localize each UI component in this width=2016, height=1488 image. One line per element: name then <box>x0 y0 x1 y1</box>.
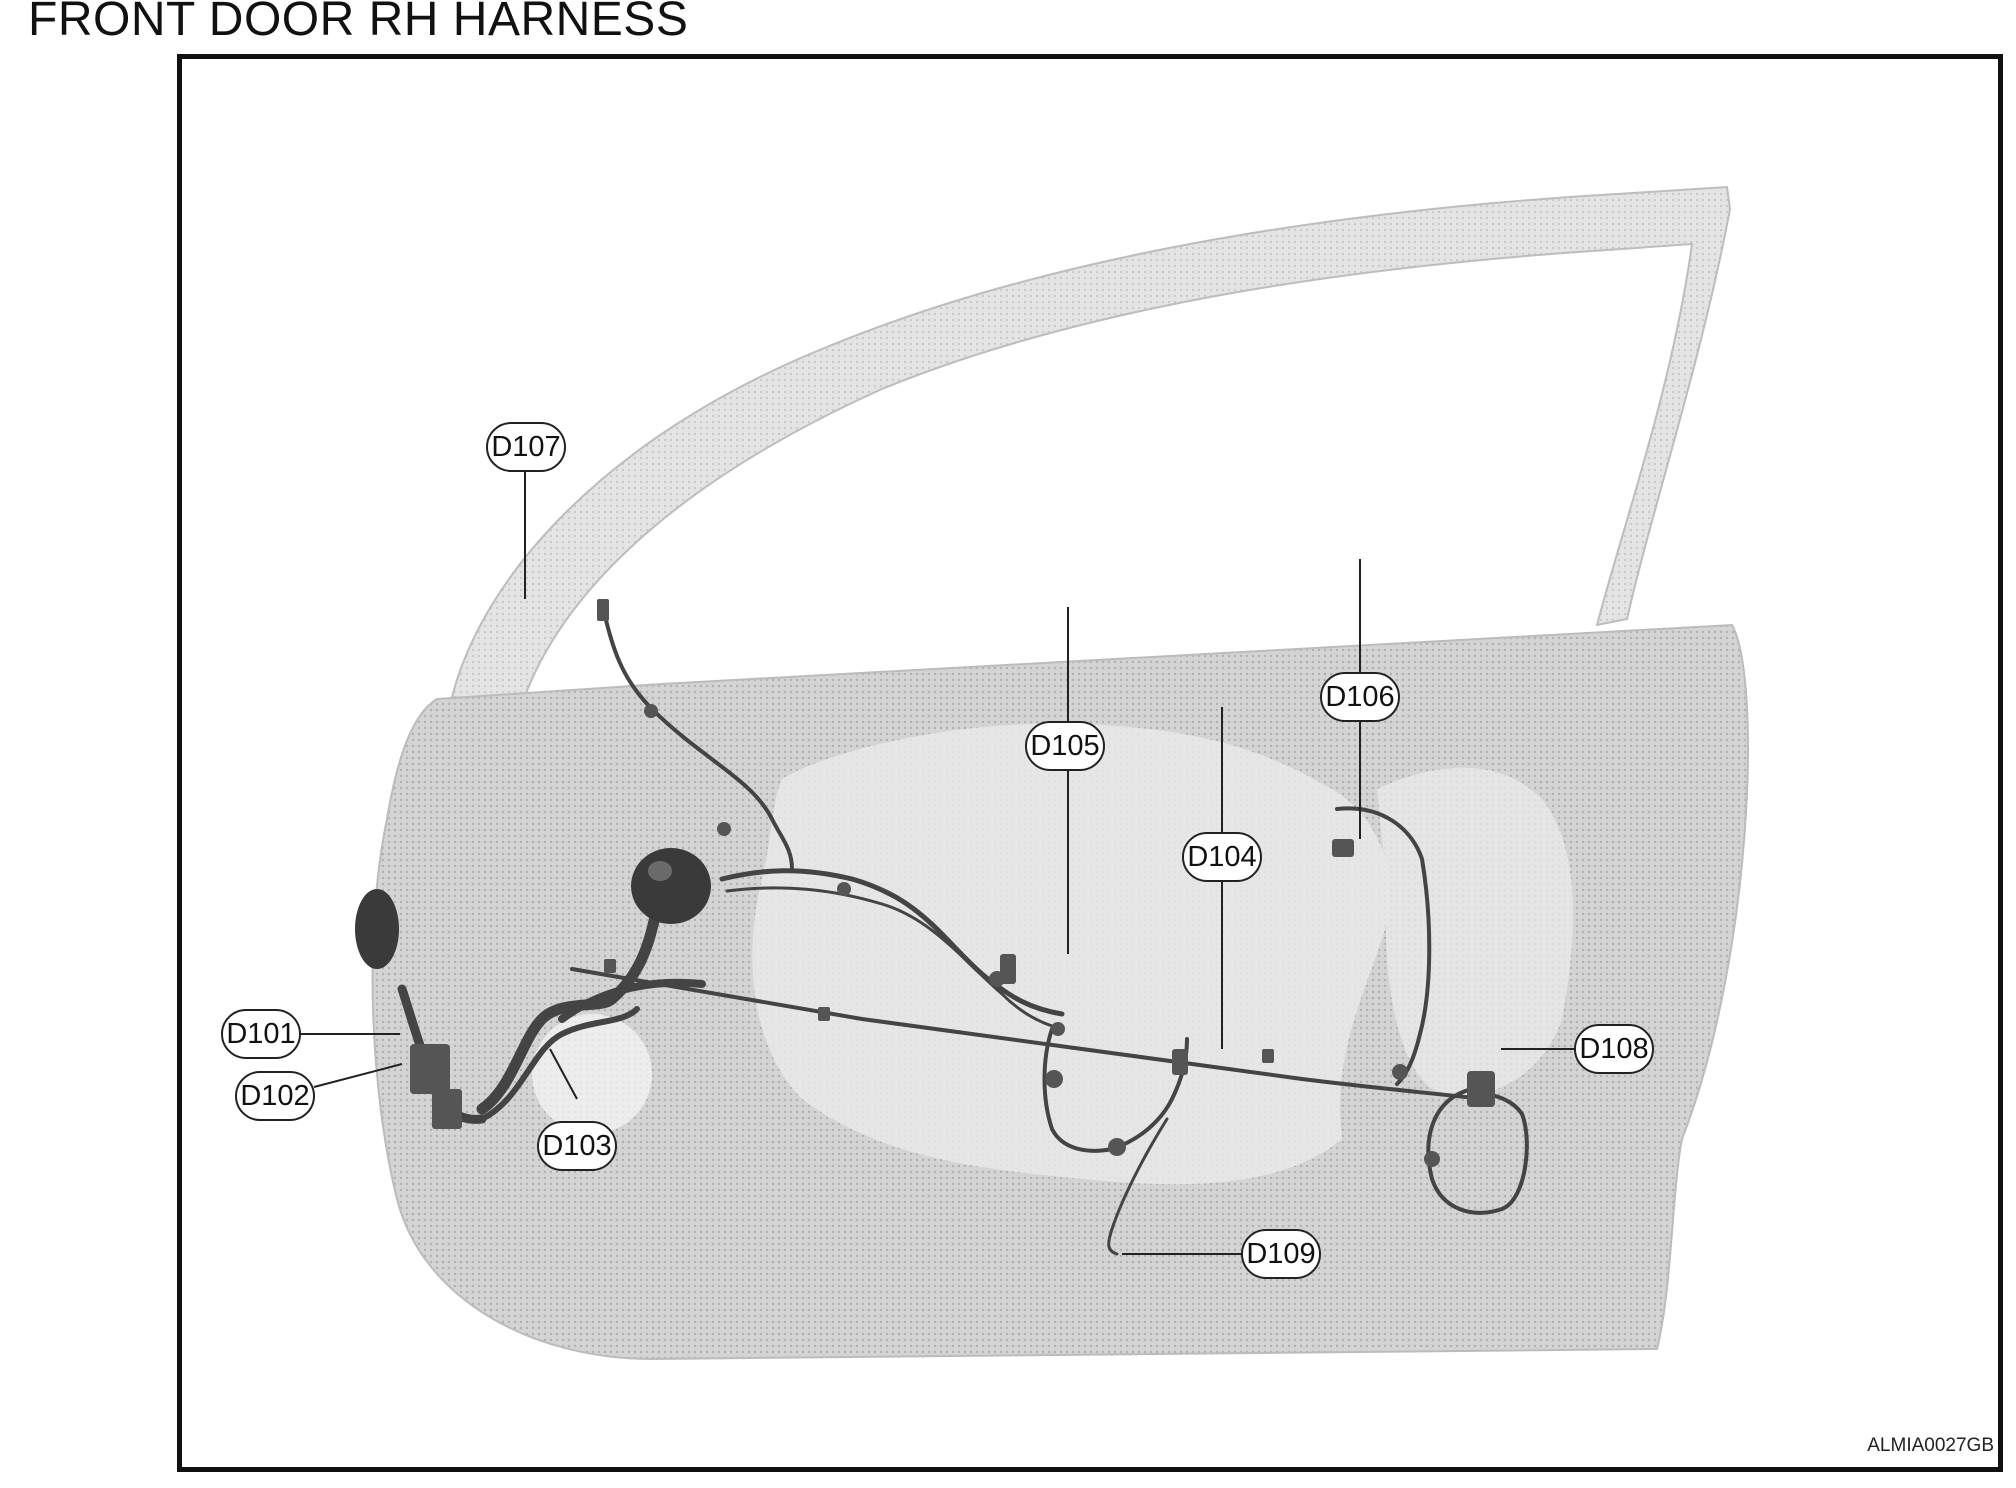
figure-code: ALMIA0027GB <box>1867 1435 1994 1456</box>
door-harness-diagram: D107 D105 D106 D104 D101 D102 D103 D108 <box>221 185 1749 1361</box>
grommet-left <box>355 889 399 969</box>
svg-text:D103: D103 <box>542 1130 611 1162</box>
callout-d109: D109 <box>1241 1229 1321 1279</box>
callout-d104: D104 <box>1182 832 1262 882</box>
svg-text:D102: D102 <box>240 1080 309 1112</box>
harness-clips <box>410 599 1495 1167</box>
window-frame <box>450 185 1732 706</box>
svg-text:D106: D106 <box>1325 681 1394 713</box>
svg-text:D101: D101 <box>226 1018 295 1050</box>
callout-d106: D106 <box>1320 672 1400 722</box>
callout-d103: D103 <box>537 1121 617 1171</box>
callout-d108: D108 <box>1574 1024 1654 1074</box>
wiring-harness <box>397 601 1529 1256</box>
grommets <box>355 848 711 969</box>
callout-d107: D107 <box>486 422 566 472</box>
svg-text:D108: D108 <box>1579 1033 1648 1065</box>
diagram-frame: D107 D105 D106 D104 D101 D102 D103 D108 <box>177 54 2003 1472</box>
svg-text:D105: D105 <box>1030 730 1099 762</box>
grommet-center <box>631 848 711 924</box>
page-title: FRONT DOOR RH HARNESS <box>28 0 689 46</box>
svg-text:D109: D109 <box>1246 1238 1315 1270</box>
callout-d101: D101 <box>221 1009 301 1059</box>
svg-text:D107: D107 <box>491 431 560 463</box>
callout-d102: D102 <box>235 1071 315 1121</box>
svg-text:D104: D104 <box>1187 841 1256 873</box>
grommet-center-highlight <box>648 861 672 881</box>
callout-d105: D105 <box>1025 721 1105 771</box>
